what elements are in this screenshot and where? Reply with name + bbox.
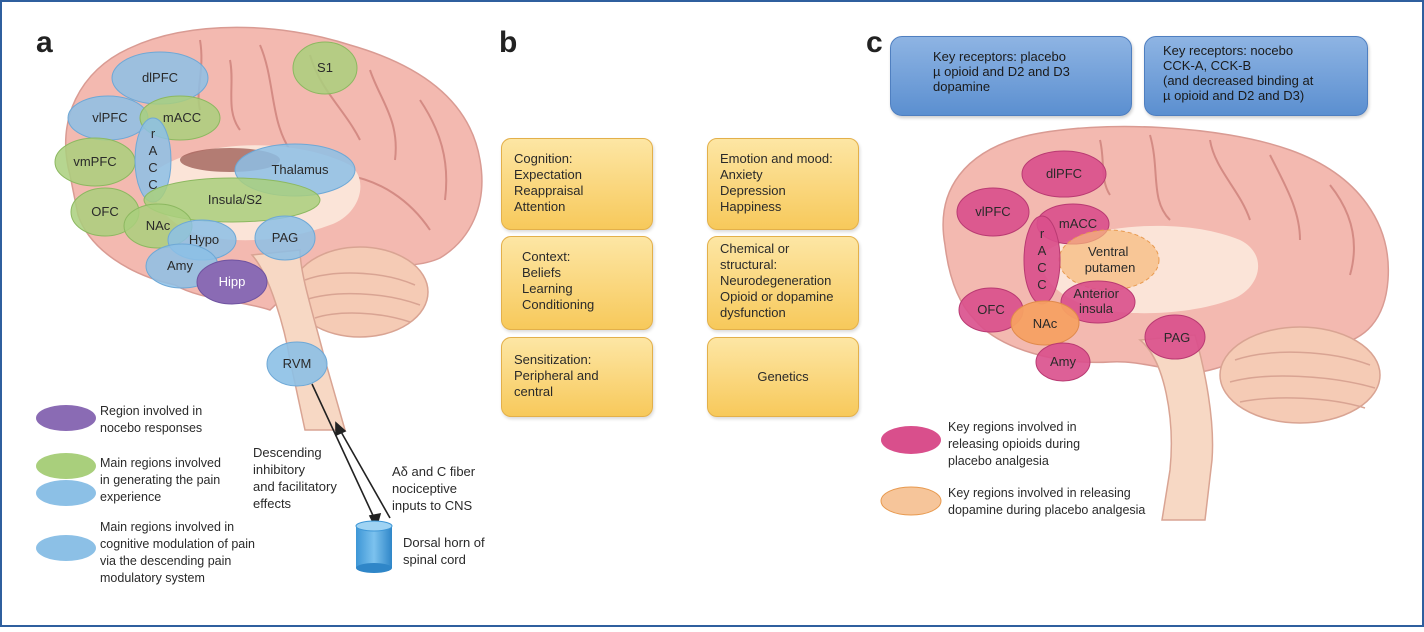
cerebellum-shape-c: [1220, 327, 1380, 423]
label-ventral-putamen: Ventral putamen: [1085, 244, 1136, 275]
nocebo-receptor-line: µ opioid and D2 and D3): [1163, 88, 1367, 103]
sensitization-item: Peripheral and: [514, 368, 652, 384]
label-racc-a-a: A: [149, 143, 158, 158]
chemical-item: Neurodegeneration: [720, 273, 858, 289]
label-amy-a: Amy: [167, 258, 194, 273]
label-racc-r-c: r: [1040, 226, 1045, 241]
label-hipp: Hipp: [219, 274, 246, 289]
sensitization-title: Sensitization:: [514, 352, 652, 368]
emotion-item: Depression: [720, 183, 858, 199]
emotion-item: Anxiety: [720, 167, 858, 183]
legend-swatch-generating-green: [36, 453, 96, 479]
label-thalamus: Thalamus: [271, 162, 329, 177]
factor-box-emotion: Emotion and mood: Anxiety Depression Hap…: [707, 138, 859, 230]
label-macc-a: mACC: [163, 110, 201, 125]
label-vlpfc-c: vlPFC: [975, 204, 1010, 219]
legend-swatch-opioids: [881, 426, 941, 454]
emotion-item: Happiness: [720, 199, 858, 215]
label-nac-a: NAc: [146, 218, 171, 233]
legend-swatch-nocebo: [36, 405, 96, 431]
placebo-receptor-line: µ opioid and D2 and D3: [933, 64, 1131, 79]
panel-c-letter: c: [866, 26, 883, 59]
label-racc-c1-c: C: [1037, 260, 1046, 275]
legend-swatch-cognitive: [36, 535, 96, 561]
legend-swatch-dopamine: [881, 487, 941, 515]
label-racc-r-a: r: [151, 126, 156, 141]
label-vlpfc-a: vlPFC: [92, 110, 127, 125]
label-insula: Insula/S2: [208, 192, 262, 207]
label-nac-c: NAc: [1033, 316, 1058, 331]
nocebo-receptor-line: Key receptors: nocebo: [1163, 43, 1367, 58]
emotion-title: Emotion and mood:: [720, 151, 858, 167]
factor-box-context: Context: Beliefs Learning Conditioning: [501, 236, 653, 330]
cognition-title: Cognition:: [514, 151, 652, 167]
cognition-item: Expectation: [514, 167, 652, 183]
label-racc-c1-a: C: [148, 160, 157, 175]
placebo-receptor-line: dopamine: [933, 79, 1131, 94]
receptor-box-placebo: Key receptors: placebo µ opioid and D2 a…: [890, 36, 1132, 116]
context-item: Beliefs: [522, 265, 652, 281]
sensitization-item: central: [514, 384, 652, 400]
nocebo-receptor-line: (and decreased binding at: [1163, 73, 1367, 88]
context-item: Learning: [522, 281, 652, 297]
legend-swatch-generating-blue: [36, 480, 96, 506]
receptor-box-nocebo: Key receptors: nocebo CCK-A, CCK-B (and …: [1144, 36, 1368, 116]
genetics-title: Genetics: [708, 369, 858, 385]
context-title: Context:: [522, 249, 652, 265]
label-ofc-c: OFC: [977, 302, 1004, 317]
nocebo-receptor-line: CCK-A, CCK-B: [1163, 58, 1367, 73]
label-pag-c: PAG: [1164, 330, 1191, 345]
label-rvm: RVM: [283, 356, 312, 371]
label-vmpfc: vmPFC: [73, 154, 116, 169]
label-amy-c: Amy: [1050, 354, 1077, 369]
panel-a-letter: a: [36, 26, 53, 59]
label-racc-a-c: A: [1038, 243, 1047, 258]
spinal-cord-cylinder: [356, 521, 392, 573]
cognition-item: Attention: [514, 199, 652, 215]
chemical-title: structural:: [720, 257, 858, 273]
chemical-item: dysfunction: [720, 305, 858, 321]
label-macc-c: mACC: [1059, 216, 1097, 231]
chemical-item: Opioid or dopamine: [720, 289, 858, 305]
label-s1: S1: [317, 60, 333, 75]
factor-box-genetics: Genetics: [707, 337, 859, 417]
panel-b-letter: b: [499, 26, 517, 59]
label-racc-c2-c: C: [1037, 277, 1046, 292]
chemical-title: Chemical or: [720, 241, 858, 257]
factor-box-cognition: Cognition: Expectation Reappraisal Atten…: [501, 138, 653, 230]
factor-box-chemical: Chemical or structural: Neurodegeneratio…: [707, 236, 859, 330]
cognition-item: Reappraisal: [514, 183, 652, 199]
factor-box-sensitization: Sensitization: Peripheral and central: [501, 337, 653, 417]
label-ofc-a: OFC: [91, 204, 118, 219]
placebo-receptor-line: Key receptors: placebo: [933, 49, 1131, 64]
label-dlpfc-c: dlPFC: [1046, 166, 1082, 181]
label-dlpfc-a: dlPFC: [142, 70, 178, 85]
context-item: Conditioning: [522, 297, 652, 313]
label-pag-a: PAG: [272, 230, 299, 245]
